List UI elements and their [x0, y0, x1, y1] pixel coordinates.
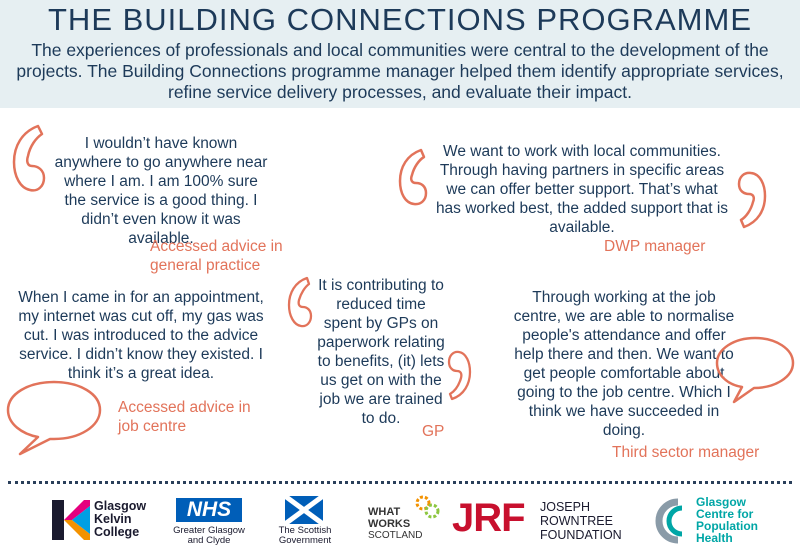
logo-text: Government [278, 535, 332, 546]
glasgow-kelvin-college-logo: Glasgow Kelvin College [94, 500, 146, 539]
attribution-line: Accessed advice in [118, 399, 251, 416]
logo-text: ROWNTREE [540, 514, 613, 528]
quote-text: I wouldn’t have known anywhere to go any… [54, 135, 268, 247]
intro-text: The experiences of professionals and loc… [16, 40, 784, 102]
glasgow-centre-population-health-logo: Glasgow Centre for Population Health [696, 496, 758, 544]
attribution-line: job centre [118, 418, 187, 435]
quote-text: When I came in for an appointment, my in… [18, 289, 264, 382]
joseph-rowntree-foundation-logo: JOSEPH ROWNTREE FOUNDATION [540, 500, 622, 542]
logo-text: Population [696, 519, 758, 533]
open-quote-mark-icon [12, 124, 46, 192]
open-quote-mark-icon [398, 148, 428, 206]
logo-text: FOUNDATION [540, 528, 622, 542]
quote-attribution: Accessed advice in job centre [118, 398, 278, 436]
logo-text: SCOTLAND [368, 530, 423, 541]
logo-text: Greater Glasgow [173, 525, 245, 536]
logo-text: Glasgow [696, 495, 747, 509]
jrf-logo-mark: JRF [452, 496, 526, 540]
nhs-greater-glasgow-logo: Greater Glasgow and Clyde [163, 526, 255, 546]
glasgow-kelvin-college-logo-icon [52, 500, 90, 540]
logo-text: WORKS [368, 518, 411, 530]
logo-text: Kelvin [94, 512, 132, 526]
logo-text: Health [696, 531, 733, 545]
close-quote-mark-icon [737, 171, 767, 229]
logo-text: College [94, 525, 140, 539]
logo-text: Glasgow [94, 499, 147, 513]
attribution-line: general practice [150, 257, 261, 274]
close-quote-mark-icon [447, 350, 472, 401]
quote-text: We want to work with local communities. … [435, 143, 729, 236]
page-title: THE BUILDING CONNECTIONS PROGRAMME [48, 2, 752, 37]
attribution-line: Accessed advice in [150, 238, 283, 255]
quote-attribution: DWP manager [604, 238, 706, 255]
quote-attribution: Third sector manager [612, 444, 760, 461]
open-quote-mark-icon [287, 276, 313, 328]
quote-text: Through working at the job centre, we ar… [513, 289, 735, 439]
quote-attribution: GP [422, 423, 445, 440]
logo-text: JOSEPH [540, 500, 591, 514]
scottish-government-logo: The Scottish Government [274, 526, 336, 546]
logo-text: The Scottish [278, 525, 332, 536]
gear-cluster-icon [415, 495, 440, 519]
header-band [0, 0, 800, 108]
gcph-logo-icon [655, 498, 683, 544]
speech-bubble-icon [715, 336, 795, 404]
speech-bubble-icon [6, 380, 102, 456]
what-works-scotland-logo: WHAT WORKS SCOTLAND [368, 506, 422, 542]
logo-text: and Clyde [187, 535, 231, 546]
nhs-logo-mark: NHS [176, 498, 242, 522]
logo-text: Centre for [696, 507, 754, 521]
logo-text: WHAT [368, 506, 401, 518]
quote-text: It is contributing to reduced time spent… [317, 277, 445, 427]
dotted-divider [8, 481, 792, 484]
quote-attribution: Accessed advice in general practice [150, 237, 310, 275]
saltire-flag-icon [285, 496, 323, 524]
